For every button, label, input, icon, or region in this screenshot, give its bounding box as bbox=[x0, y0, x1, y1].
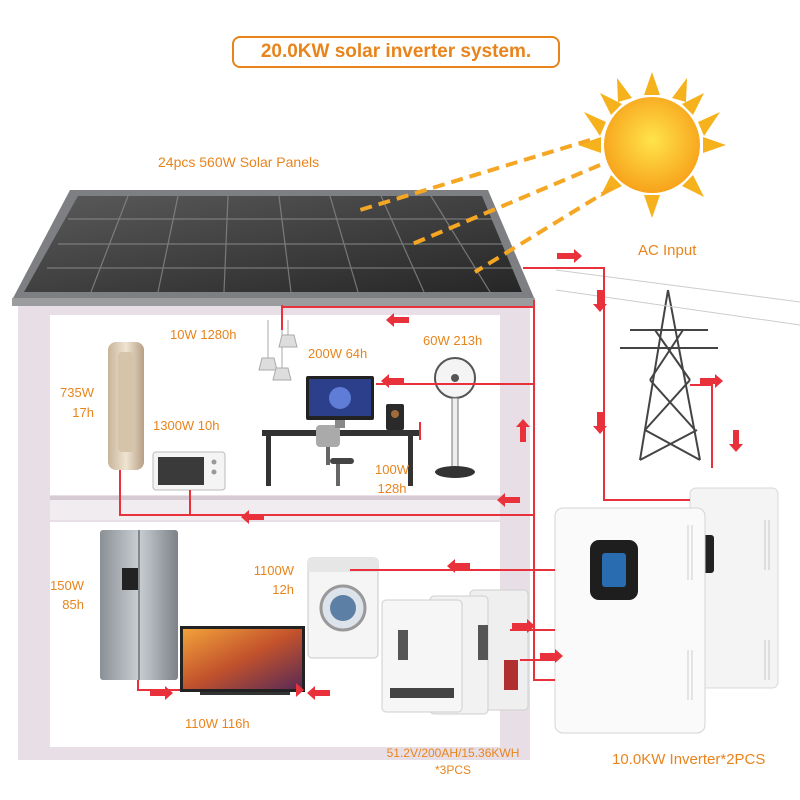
wiring bbox=[119, 267, 713, 691]
battery-qty-label: *3PCS bbox=[434, 763, 472, 777]
standing-fan bbox=[434, 357, 476, 478]
diagram-title: 20.0KW solar inverter system. bbox=[232, 36, 560, 68]
flow-arrows bbox=[150, 249, 743, 700]
inverter-front bbox=[554, 507, 706, 734]
fridge-hours-label: 85h bbox=[62, 597, 84, 612]
computer-label: 200W 64h bbox=[308, 346, 368, 361]
refrigerator bbox=[100, 530, 178, 680]
inverter-label: 10.0KW Inverter*2PCS bbox=[612, 751, 766, 768]
speaker-power-label: 100W bbox=[375, 462, 409, 477]
sun-rays bbox=[359, 138, 614, 274]
speaker bbox=[386, 404, 404, 430]
solar-panels bbox=[12, 190, 535, 306]
lamp-label: 10W 1280h bbox=[170, 327, 237, 342]
sun bbox=[578, 72, 726, 218]
microwave bbox=[152, 451, 226, 491]
fan-label: 60W 213h bbox=[423, 333, 483, 348]
ceiling-lamps bbox=[258, 320, 298, 381]
desk bbox=[262, 425, 420, 486]
washing-machine bbox=[307, 557, 379, 659]
computer bbox=[306, 376, 374, 428]
ac-input-label: AC Input bbox=[638, 242, 697, 259]
television bbox=[180, 626, 305, 695]
power-pylon bbox=[555, 269, 800, 461]
microwave-label: 1300W 10h bbox=[153, 418, 220, 433]
tower-fan-power-label: 735W bbox=[60, 385, 94, 400]
solar-panels-label: 24pcs 560W Solar Panels bbox=[158, 154, 320, 170]
speaker-hours-label: 128h bbox=[377, 481, 407, 496]
fridge-power-label: 150W bbox=[50, 578, 84, 593]
tower-fan-hours-label: 17h bbox=[72, 405, 94, 420]
battery-spec-label: 51.2V/200AH/15.36KWH bbox=[386, 746, 520, 760]
washer-hours-label: 12h bbox=[272, 582, 294, 597]
tower-fan bbox=[108, 342, 144, 470]
tv-label: 110W 116h bbox=[185, 716, 250, 731]
washer-power-label: 1100W bbox=[253, 563, 294, 578]
batteries bbox=[381, 589, 529, 715]
